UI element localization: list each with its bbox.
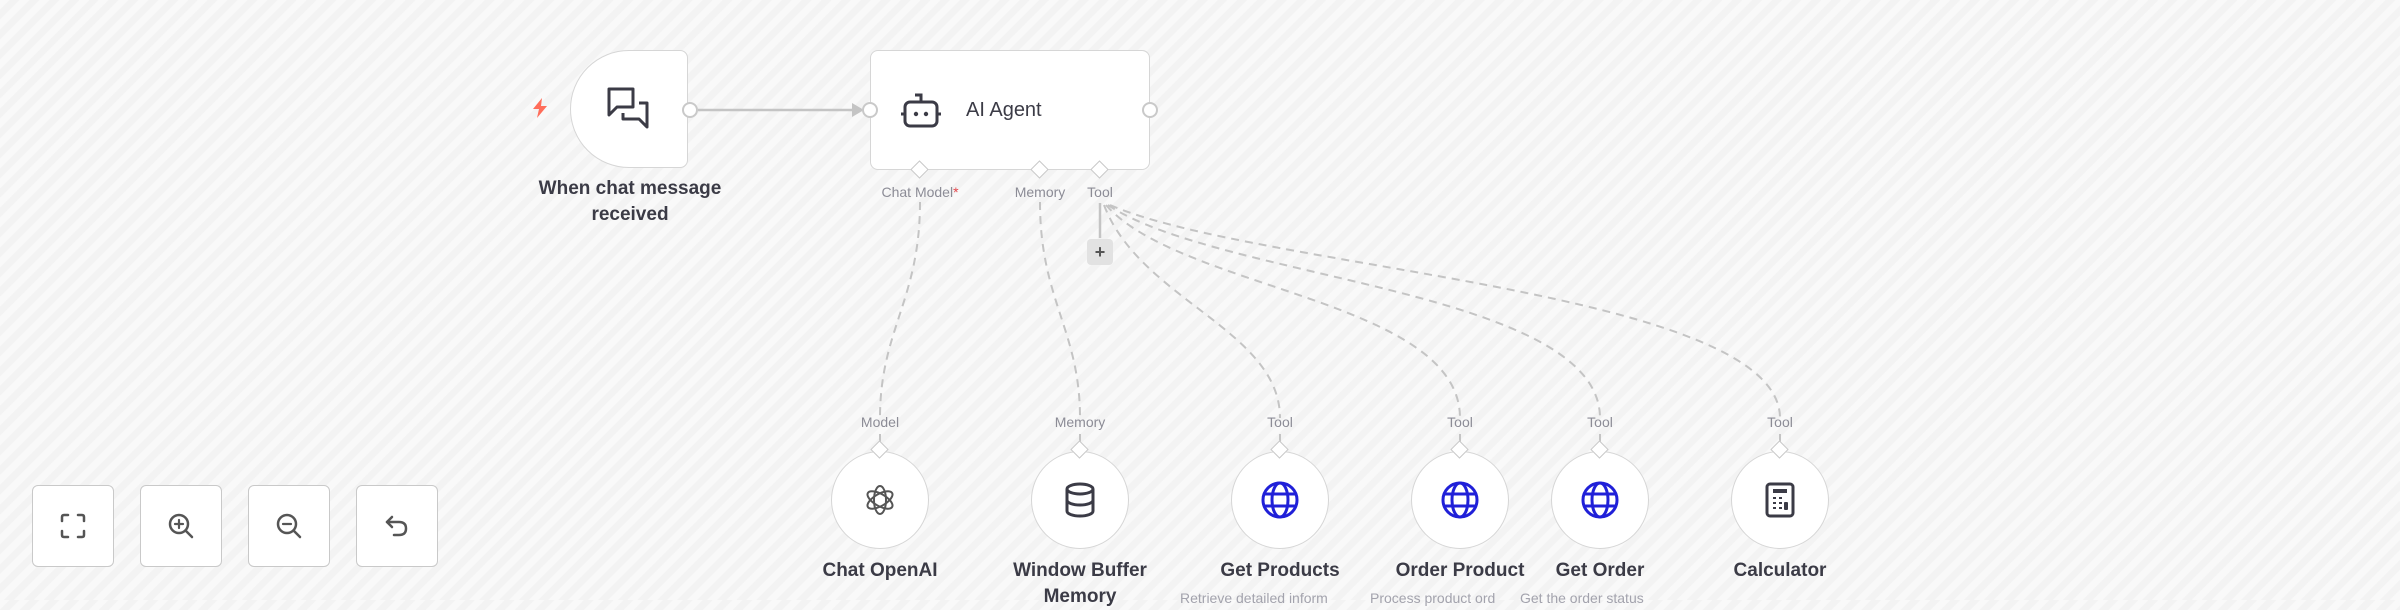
model-input-label: Model xyxy=(860,414,900,430)
tool-input-label: Tool xyxy=(1267,414,1293,430)
database-icon xyxy=(1065,482,1095,518)
zoom-in-icon xyxy=(168,513,194,539)
globe-icon xyxy=(1581,481,1619,519)
sub-node-name: Calculator xyxy=(1733,560,1827,581)
chat-model-port-label: Chat Model* xyxy=(881,184,959,200)
sub-node-name: Get Products xyxy=(1220,560,1340,581)
sub-node-order-product[interactable] xyxy=(1411,451,1509,549)
globe-icon xyxy=(1441,481,1479,519)
ai-agent-output-handle[interactable] xyxy=(1142,102,1158,118)
sub-node-description: Get the order status xyxy=(1520,590,1644,606)
sub-node-get-order[interactable] xyxy=(1551,451,1649,549)
sub-node-name: Chat OpenAI xyxy=(822,560,938,581)
lightning-bolt-icon xyxy=(533,98,547,118)
tool-input-label: Tool xyxy=(1447,414,1473,430)
sub-node-description: Retrieve detailed inform xyxy=(1180,590,1328,606)
zoom-out-icon xyxy=(276,513,302,539)
add-tool-button[interactable]: + xyxy=(1087,239,1113,265)
sub-node-name: Window Buffer Memory xyxy=(1013,560,1147,607)
sub-node-chat-openai[interactable] xyxy=(831,451,929,549)
trigger-node-chat[interactable] xyxy=(570,50,688,168)
sub-node-name: Get Order xyxy=(1555,560,1645,581)
zoom-out-button[interactable] xyxy=(248,485,330,567)
trigger-node-label: When chat message received xyxy=(520,176,740,228)
zoom-in-button[interactable] xyxy=(140,485,222,567)
undo-icon xyxy=(385,515,408,537)
trigger-output-handle[interactable] xyxy=(682,102,698,118)
globe-icon xyxy=(1261,481,1299,519)
sub-node-get-products[interactable] xyxy=(1231,451,1329,549)
sub-node-name: Order Product xyxy=(1395,560,1525,581)
fit-view-button[interactable] xyxy=(32,485,114,567)
trigger-label-line1: When chat message xyxy=(538,178,722,199)
openai-icon xyxy=(866,485,894,515)
ai-agent-input-handle[interactable] xyxy=(862,102,878,118)
sub-node-description: Process product ord xyxy=(1370,590,1496,606)
calculator-icon xyxy=(1765,482,1795,518)
sub-node-window-buffer-memory[interactable] xyxy=(1031,451,1129,549)
tool-input-label: Tool xyxy=(1767,414,1793,430)
ai-agent-node[interactable]: AI Agent xyxy=(870,50,1150,170)
memory-input-label: Memory xyxy=(1054,414,1106,430)
undo-button[interactable] xyxy=(356,485,438,567)
sub-node-calculator[interactable] xyxy=(1731,451,1829,549)
fit-view-icon xyxy=(60,513,86,539)
trigger-label-line2: received xyxy=(591,204,669,225)
tool-port-label: Tool xyxy=(1087,184,1113,200)
ai-agent-title: AI Agent xyxy=(966,99,1042,121)
robot-icon xyxy=(901,93,941,128)
chat-bubbles-icon xyxy=(607,87,649,129)
memory-port-label: Memory xyxy=(1014,184,1066,200)
tool-input-label: Tool xyxy=(1587,414,1613,430)
